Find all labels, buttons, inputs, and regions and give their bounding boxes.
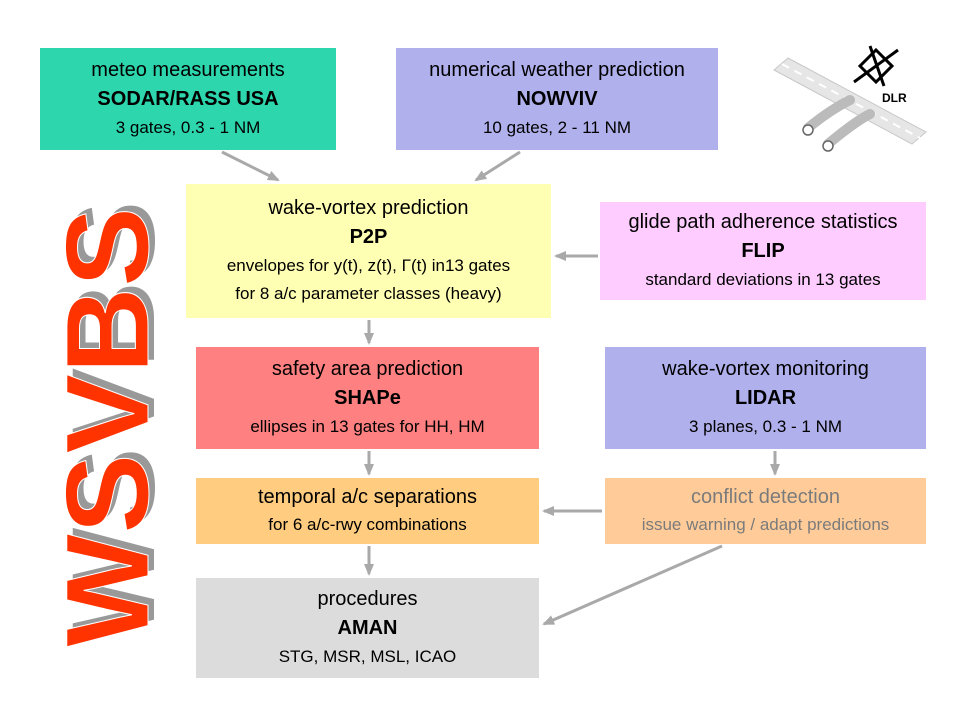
box-shape-system: SHAPe bbox=[334, 387, 401, 409]
box-numerical-weather-prediction: numerical weather prediction NOWVIV 10 g… bbox=[396, 48, 718, 150]
box-aman-system: AMAN bbox=[337, 617, 398, 639]
box-conflict-detection: conflict detection issue warning / adapt… bbox=[605, 478, 926, 544]
box-nwp-system: NOWVIV bbox=[516, 88, 598, 110]
box-temporal-separations: temporal a/c separations for 6 a/c-rwy c… bbox=[196, 478, 539, 544]
box-glide-path-statistics: glide path adherence statistics FLIP sta… bbox=[600, 202, 926, 300]
box-lidar-category: wake-vortex monitoring bbox=[662, 358, 869, 380]
box-p2p-detail: envelopes for y(t), z(t), Γ(t) in13 gate… bbox=[226, 256, 511, 275]
box-nwp-detail: 10 gates, 2 - 11 NM bbox=[482, 118, 632, 137]
box-conflict-category: conflict detection bbox=[691, 486, 840, 508]
dlr-logo: DLR bbox=[770, 40, 930, 170]
arrow-conflict-to-aman bbox=[542, 544, 723, 626]
box-p2p-category: wake-vortex prediction bbox=[268, 197, 469, 219]
arrow-nwp-to-p2p bbox=[474, 150, 521, 182]
box-flip-system: FLIP bbox=[741, 240, 785, 262]
box-temporal-detail: for 6 a/c-rwy combinations bbox=[268, 515, 467, 534]
box-safety-area-prediction: safety area prediction SHAPe ellipses in… bbox=[196, 347, 539, 449]
box-p2p-detail-2: for 8 a/c parameter classes (heavy) bbox=[235, 284, 502, 303]
box-flip-detail: standard deviations in 13 gates bbox=[645, 270, 881, 289]
box-meteo-measurements: meteo measurements SODAR/RASS USA 3 gate… bbox=[40, 48, 336, 150]
box-aman-detail: STG, MSR, MSL, ICAO bbox=[278, 647, 457, 666]
box-procedures: procedures AMAN STG, MSR, MSL, ICAO bbox=[196, 578, 539, 678]
box-lidar-system: LIDAR bbox=[734, 387, 797, 409]
dlr-logo-text: DLR bbox=[882, 91, 907, 105]
box-temporal-category: temporal a/c separations bbox=[257, 486, 477, 508]
wsvbs-title: WSVBS WSVBS bbox=[20, 195, 190, 655]
wsvbs-title-text: WSVBS bbox=[42, 207, 174, 647]
box-flip-category: glide path adherence statistics bbox=[628, 211, 898, 233]
box-aman-category: procedures bbox=[317, 588, 418, 610]
box-p2p-system: P2P bbox=[349, 226, 388, 248]
box-meteo-system: SODAR/RASS USA bbox=[97, 88, 279, 110]
box-conflict-detail: issue warning / adapt predictions bbox=[641, 515, 890, 534]
box-shape-category: safety area prediction bbox=[271, 358, 464, 380]
box-wake-vortex-monitoring: wake-vortex monitoring LIDAR 3 planes, 0… bbox=[605, 347, 926, 449]
wsvbs-title-shadow: WSVBS bbox=[48, 201, 180, 641]
arrow-meteo-to-p2p bbox=[221, 150, 280, 182]
box-nwp-category: numerical weather prediction bbox=[429, 59, 685, 81]
box-meteo-category: meteo measurements bbox=[91, 59, 285, 81]
dlr-aircraft-logo-icon: DLR bbox=[773, 45, 927, 152]
box-shape-detail: ellipses in 13 gates for HH, HM bbox=[250, 417, 485, 436]
box-meteo-detail: 3 gates, 0.3 - 1 NM bbox=[115, 118, 261, 137]
box-lidar-detail: 3 planes, 0.3 - 1 NM bbox=[688, 417, 843, 436]
box-wake-vortex-prediction: wake-vortex prediction P2P envelopes for… bbox=[186, 184, 551, 318]
